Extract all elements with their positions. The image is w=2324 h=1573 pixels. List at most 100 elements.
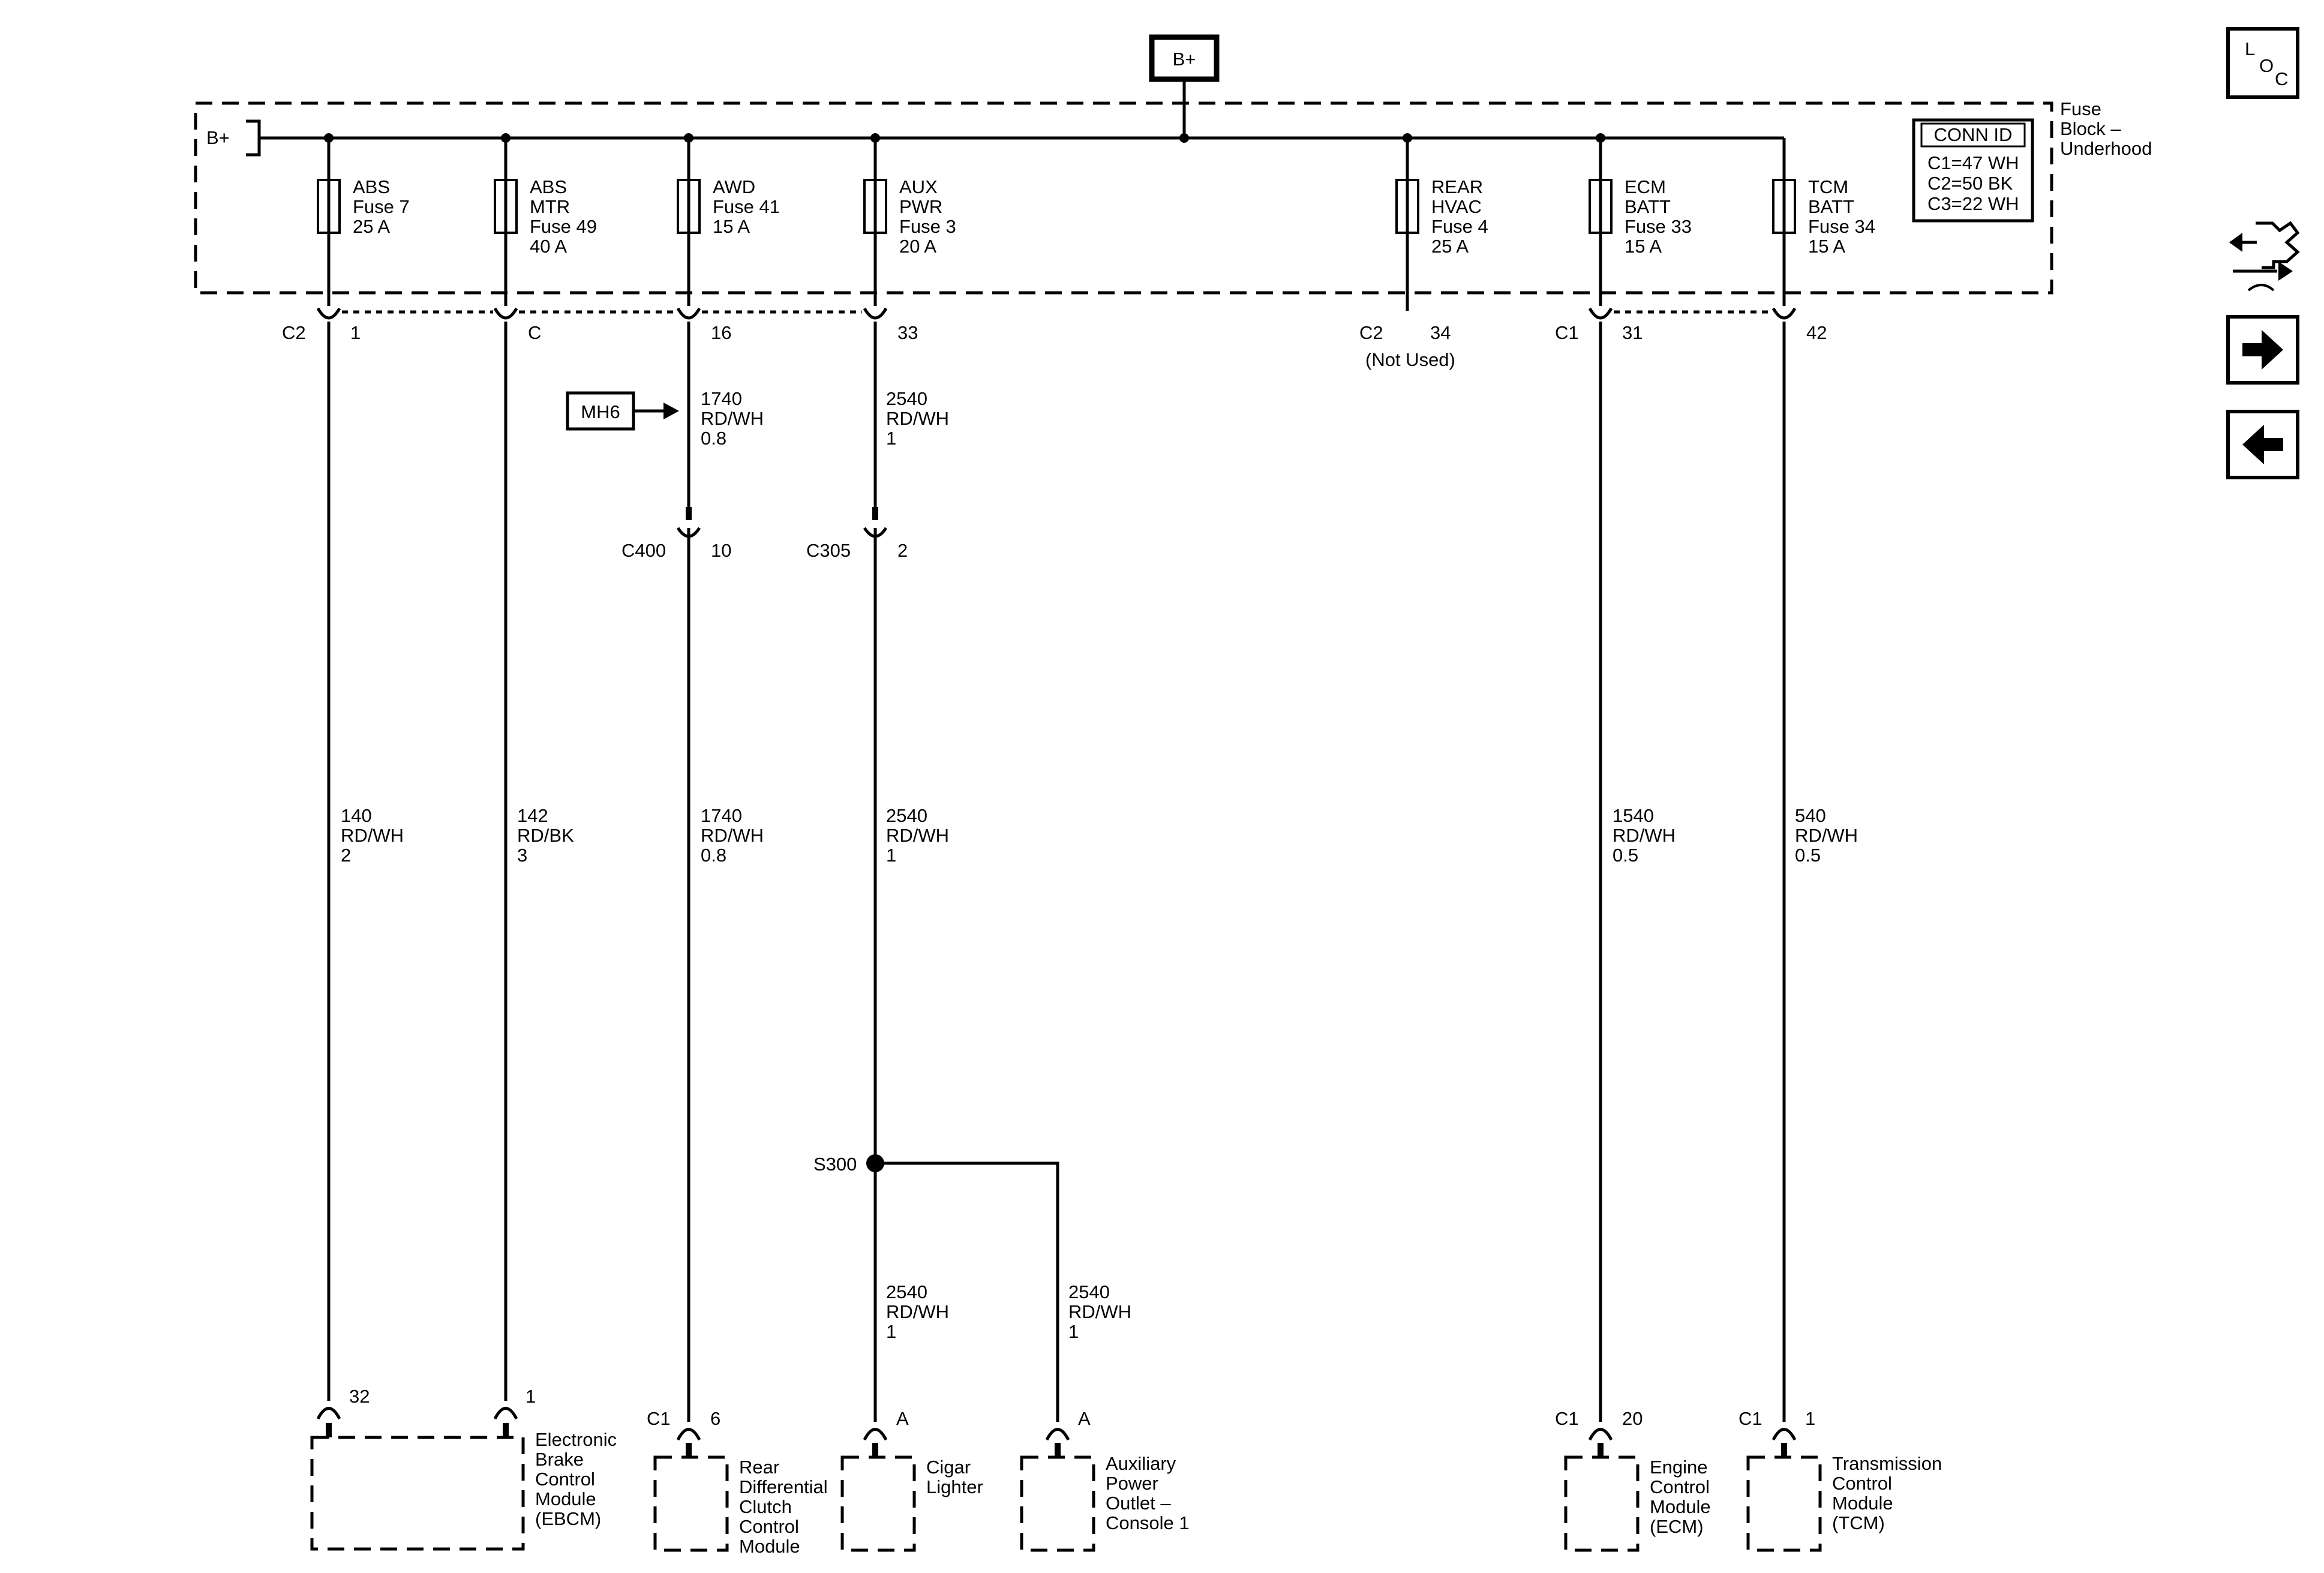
b-plus-supply-label: B+ <box>1173 49 1196 70</box>
svg-text:C2: C2 <box>282 322 306 343</box>
fuse-tcm-batt: TCM BATT Fuse 34 15 A <box>1772 138 1875 306</box>
conn-id-table: CONN ID C1=47 WH C2=50 BK C3=22 WH <box>1912 118 2034 223</box>
fuse-block-label: Fuse Block – Underhood <box>2060 98 2152 159</box>
svg-text:6: 6 <box>710 1408 720 1429</box>
svg-text:RD/WH: RD/WH <box>886 408 949 429</box>
fuse-block-connector-pins <box>316 307 1797 320</box>
svg-text:REAR: REAR <box>1431 176 1483 197</box>
svg-text:RD/WH: RD/WH <box>886 1301 949 1322</box>
svg-text:RD/WH: RD/WH <box>701 825 764 846</box>
svg-text:15 A: 15 A <box>1808 236 1845 257</box>
svg-text:Engine: Engine <box>1650 1457 1708 1478</box>
svg-text:10: 10 <box>711 540 731 561</box>
svg-text:2540: 2540 <box>1068 1281 1110 1302</box>
svg-text:0.8: 0.8 <box>701 845 726 866</box>
circuit-wires <box>327 322 1786 1422</box>
fuse-ecm-batt: ECM BATT Fuse 33 15 A <box>1589 138 1692 306</box>
component-pin-labels: 32 1 C1 6 A A C1 20 C1 1 <box>349 1386 1815 1429</box>
svg-text:C1: C1 <box>647 1408 671 1429</box>
svg-text:40 A: 40 A <box>530 236 567 257</box>
svg-text:0.5: 0.5 <box>1613 845 1638 866</box>
svg-text:Block –: Block – <box>2060 118 2121 139</box>
svg-text:25 A: 25 A <box>1431 236 1469 257</box>
svg-text:Fuse 7: Fuse 7 <box>353 196 410 217</box>
svg-text:ABS: ABS <box>530 176 567 197</box>
svg-text:1740: 1740 <box>701 388 742 409</box>
splice-s300: S300 <box>813 1154 884 1175</box>
inline-connector-c305: C305 2 <box>806 507 908 561</box>
conn-id-title: CONN ID <box>1934 124 2013 145</box>
svg-text:PWR: PWR <box>899 196 942 217</box>
svg-text:RD/WH: RD/WH <box>1068 1301 1131 1322</box>
arrow-left-icon[interactable] <box>2226 410 2299 479</box>
svg-text:RD/WH: RD/WH <box>701 408 764 429</box>
svg-text:31: 31 <box>1622 322 1643 343</box>
svg-text:C400: C400 <box>621 540 666 561</box>
svg-text:C1: C1 <box>1555 322 1579 343</box>
svg-text:C1: C1 <box>1555 1408 1579 1429</box>
svg-text:Control: Control <box>739 1516 799 1537</box>
svg-text:Power: Power <box>1106 1473 1158 1494</box>
svg-text:C1: C1 <box>1739 1408 1762 1429</box>
svg-text:C2: C2 <box>1359 322 1383 343</box>
svg-text:1: 1 <box>886 845 896 866</box>
svg-text:2: 2 <box>897 540 908 561</box>
svg-text:AUX: AUX <box>899 176 938 197</box>
svg-text:16: 16 <box>711 322 731 343</box>
svg-text:Module: Module <box>1650 1496 1711 1517</box>
arrow-right-icon[interactable] <box>2226 315 2299 385</box>
svg-text:1540: 1540 <box>1613 805 1654 826</box>
svg-text:Cigar: Cigar <box>926 1457 971 1478</box>
svg-text:0.8: 0.8 <box>701 428 726 449</box>
svg-text:Clutch: Clutch <box>739 1496 792 1517</box>
svg-text:Control: Control <box>1650 1476 1710 1497</box>
schematic-icon[interactable] <box>2227 210 2300 292</box>
svg-text:Electronic: Electronic <box>535 1429 617 1450</box>
svg-text:1: 1 <box>886 428 896 449</box>
svg-text:Fuse 34: Fuse 34 <box>1808 216 1875 237</box>
svg-text:2540: 2540 <box>886 388 927 409</box>
svg-text:Transmission: Transmission <box>1832 1453 1942 1474</box>
component-ecm: Engine Control Module (ECM) <box>1564 1455 1711 1552</box>
svg-text:540: 540 <box>1795 805 1826 826</box>
b-plus-bus-bracket: B+ <box>206 119 261 157</box>
svg-text:33: 33 <box>897 322 918 343</box>
svg-text:Rear: Rear <box>739 1457 779 1478</box>
svg-text:Module: Module <box>535 1488 596 1509</box>
svg-text:142: 142 <box>517 805 548 826</box>
component-ebcm: Electronic Brake Control Module (EBCM) <box>310 1429 617 1551</box>
svg-text:15 A: 15 A <box>1625 236 1662 257</box>
svg-text:MTR: MTR <box>530 196 570 217</box>
svg-text:Module: Module <box>1832 1493 1893 1514</box>
svg-text:Outlet –: Outlet – <box>1106 1493 1171 1514</box>
svg-text:BATT: BATT <box>1625 196 1671 217</box>
loc-button[interactable]: L O C <box>2226 27 2299 99</box>
not-used-note: (Not Used) <box>1365 349 1455 370</box>
component-auxiliary-power-outlet: Auxiliary Power Outlet – Console 1 <box>1020 1453 1190 1552</box>
svg-text:Fuse 33: Fuse 33 <box>1625 216 1692 237</box>
svg-text:3: 3 <box>517 845 527 866</box>
svg-text:1740: 1740 <box>701 805 742 826</box>
svg-text:RD/WH: RD/WH <box>341 825 404 846</box>
conn-id-line-2: C2=50 BK <box>1927 173 2013 194</box>
svg-text:32: 32 <box>349 1386 370 1407</box>
svg-text:Fuse 49: Fuse 49 <box>530 216 597 237</box>
fuse-block-connector-labels: C2 1 C 16 33 C2 34 (Not Used) C1 31 42 <box>282 322 1827 370</box>
svg-text:2540: 2540 <box>886 1281 927 1302</box>
svg-text:2540: 2540 <box>886 805 927 826</box>
splice-label: S300 <box>813 1154 857 1175</box>
svg-text:RD/BK: RD/BK <box>517 825 574 846</box>
conn-id-line-1: C1=47 WH <box>1927 152 2019 173</box>
svg-text:1: 1 <box>1068 1321 1079 1342</box>
svg-text:1: 1 <box>350 322 361 343</box>
svg-text:ECM: ECM <box>1625 176 1666 197</box>
svg-text:AWD: AWD <box>713 176 755 197</box>
wire-labels: 1740 RD/WH 0.8 2540 RD/WH 1 140 RD/WH 2 … <box>341 388 1858 1342</box>
fuse-aux-pwr: AUX PWR Fuse 3 20 A <box>863 138 956 306</box>
svg-text:Brake: Brake <box>535 1449 584 1470</box>
svg-text:Control: Control <box>1832 1473 1892 1494</box>
svg-text:Fuse: Fuse <box>2060 98 2101 119</box>
svg-text:C: C <box>528 322 541 343</box>
svg-text:15 A: 15 A <box>713 216 750 237</box>
